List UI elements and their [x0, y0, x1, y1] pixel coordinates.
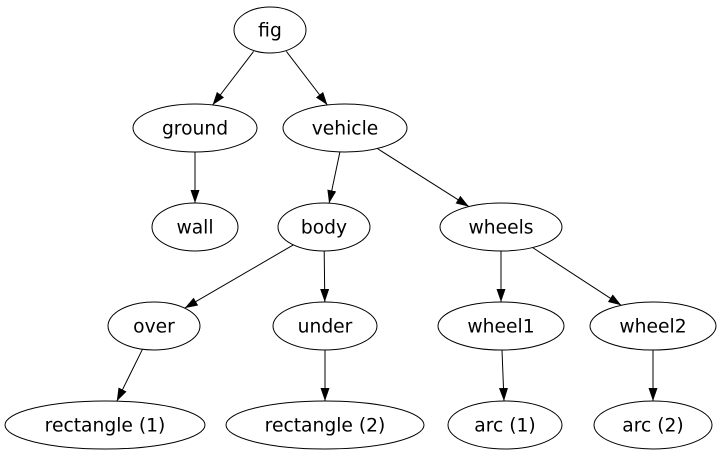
node-wheel1: wheel1	[437, 301, 565, 351]
node-wheels: wheels	[439, 202, 563, 252]
edge-fig-vehicle	[286, 51, 328, 106]
node-fig: fig	[233, 6, 307, 54]
edge-vehicle-body	[327, 151, 341, 204]
node-wall-label: wall	[176, 218, 213, 239]
node-arc1: arc (1)	[447, 400, 563, 450]
node-rectangle1-label: rectangle (1)	[45, 416, 166, 437]
node-arc2: arc (2)	[593, 400, 713, 450]
node-rectangle1: rectangle (1)	[4, 400, 206, 450]
node-arc1-label: arc (1)	[474, 416, 535, 437]
node-ground-shape	[132, 103, 258, 153]
nodes: fig ground vehicle wall body wheels	[4, 6, 717, 450]
edge-fig-ground	[212, 51, 254, 106]
edge-body-over	[184, 244, 294, 309]
node-ground-label: ground	[162, 119, 228, 140]
node-under-shape	[272, 301, 378, 351]
node-body-shape	[277, 202, 371, 252]
node-wheels-label: wheels	[468, 218, 533, 239]
node-fig-shape	[233, 6, 307, 54]
edge-body-under	[320, 250, 330, 303]
node-under-label: under	[298, 317, 353, 338]
node-body: body	[277, 202, 371, 252]
edge-wheel1-arc1	[498, 349, 508, 402]
node-under: under	[272, 301, 378, 351]
node-wheel2: wheel2	[589, 301, 717, 351]
node-wheel2-shape	[589, 301, 717, 351]
node-rectangle2-label: rectangle (2)	[265, 416, 386, 437]
node-arc2-label: arc (2)	[622, 416, 683, 437]
node-rectangle2-shape	[225, 400, 425, 450]
edges	[116, 51, 658, 402]
node-wheel2-label: wheel2	[619, 317, 686, 338]
node-arc2-shape	[593, 400, 713, 450]
node-body-label: body	[301, 218, 347, 239]
node-rectangle1-shape	[4, 400, 206, 450]
node-wheels-shape	[439, 202, 563, 252]
node-ground: ground	[132, 103, 258, 153]
node-vehicle-label: vehicle	[312, 119, 379, 140]
edge-vehicle-wheels	[377, 148, 470, 208]
node-wall-shape	[151, 202, 239, 252]
node-over-label: over	[133, 317, 175, 338]
node-wall: wall	[151, 202, 239, 252]
node-over-shape	[107, 301, 201, 351]
node-arc1-shape	[447, 400, 563, 450]
node-vehicle: vehicle	[282, 103, 408, 153]
node-vehicle-shape	[282, 103, 408, 153]
node-over: over	[107, 301, 201, 351]
edge-over-rectangle1	[116, 348, 143, 402]
node-wheel1-label: wheel1	[467, 317, 534, 338]
edge-wheels-wheel2	[532, 247, 622, 306]
node-fig-label: fig	[258, 21, 282, 42]
node-rectangle2: rectangle (2)	[225, 400, 425, 450]
node-wheel1-shape	[437, 301, 565, 351]
